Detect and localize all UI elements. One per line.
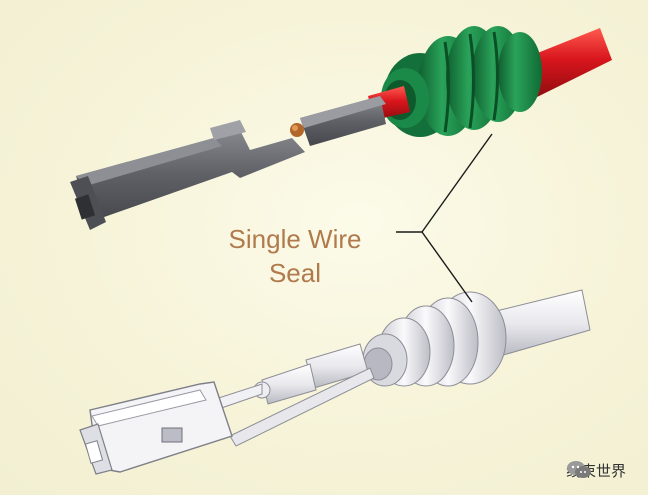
- top-terminal-assembly: [70, 26, 612, 230]
- gray-terminal-body: [89, 381, 233, 473]
- terminal-body: [76, 126, 305, 222]
- wechat-icon: [566, 461, 591, 478]
- green-seal: [381, 26, 542, 137]
- gray-seal: [362, 291, 507, 387]
- callout-label: Single Wire Seal: [200, 222, 390, 290]
- watermark: 线束世界: [566, 460, 626, 481]
- locking-tab: [161, 427, 183, 443]
- leader-lines: [396, 133, 493, 303]
- callout-line-1: Single Wire: [228, 224, 362, 254]
- callout-line-2: Seal: [268, 258, 322, 288]
- gray-wire: [491, 289, 591, 357]
- bottom-terminal-assembly: [79, 289, 591, 475]
- red-wire: [520, 28, 612, 98]
